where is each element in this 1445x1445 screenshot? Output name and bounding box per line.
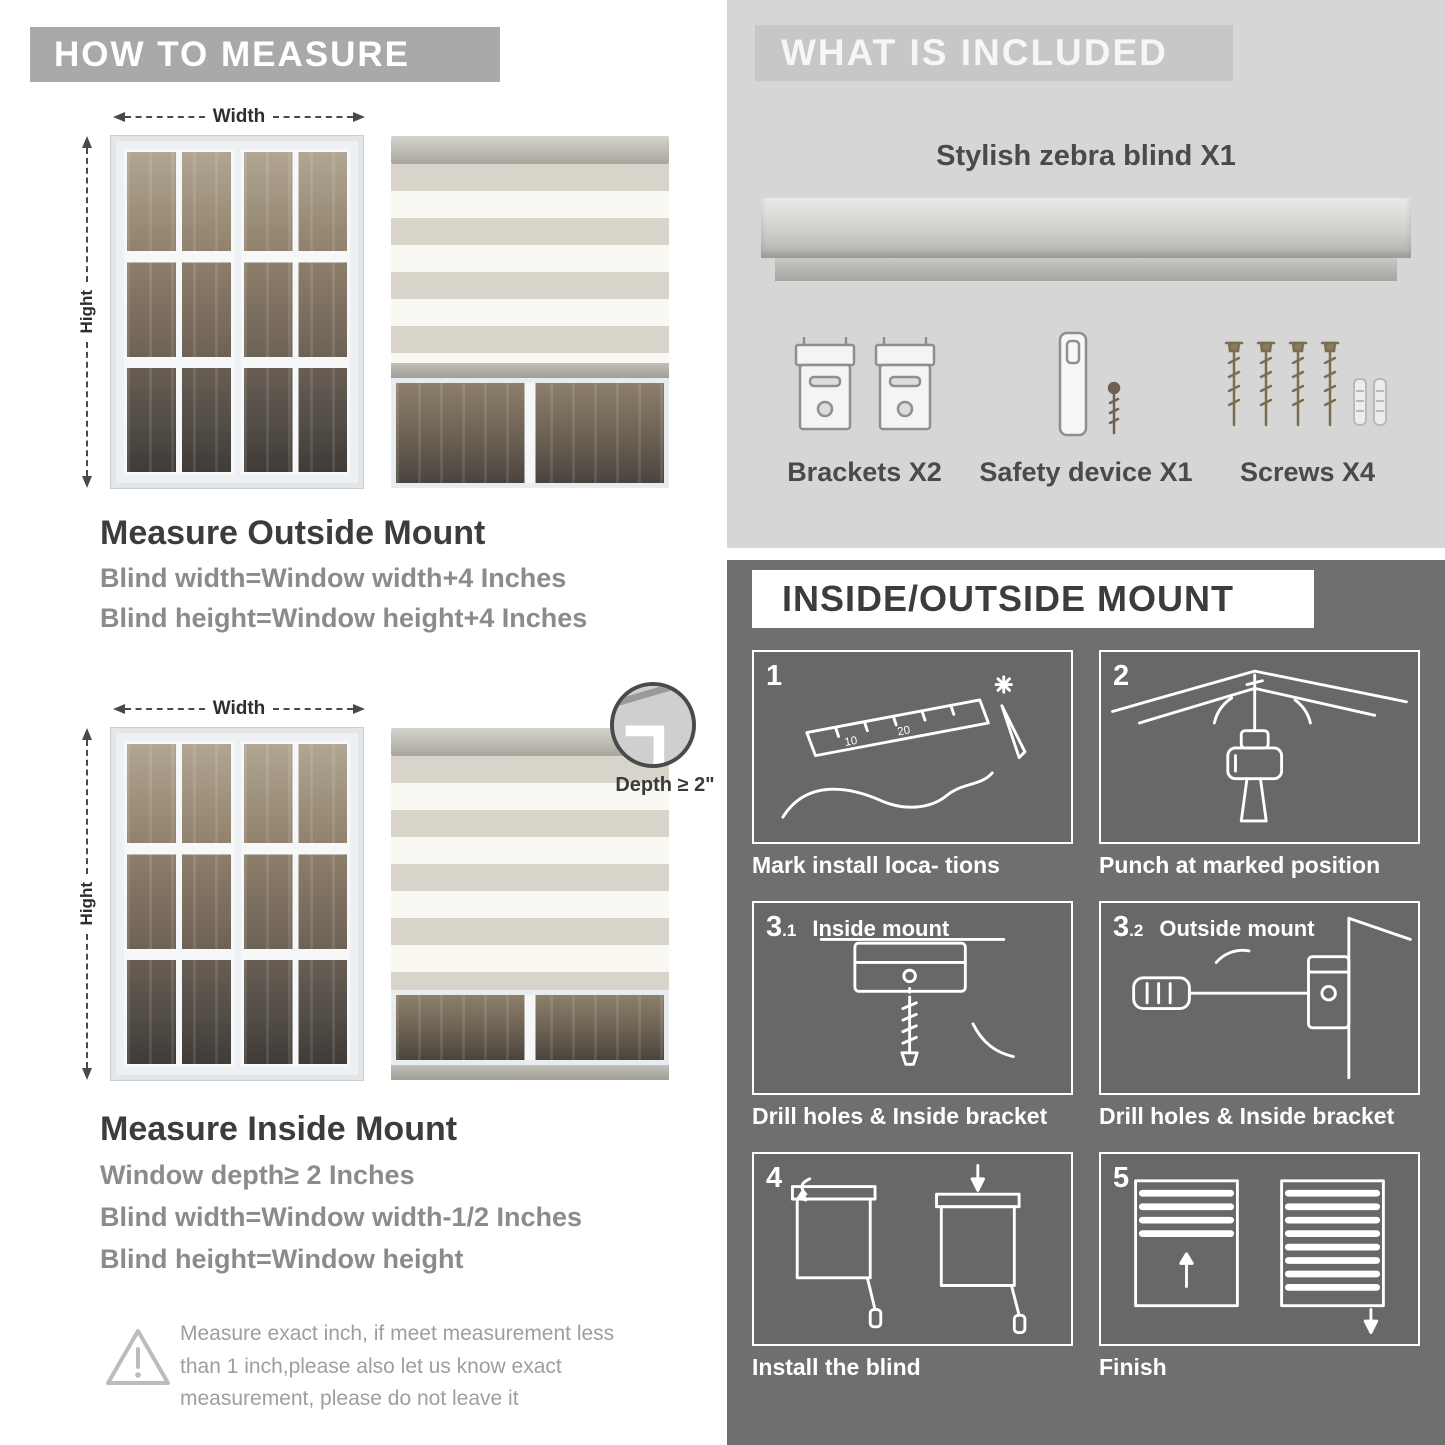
- warning-triangle-icon: [102, 1325, 174, 1396]
- how-to-measure-header: HOW TO MEASURE: [30, 27, 500, 82]
- blind-bottom-rail: [391, 363, 669, 378]
- depth-zoom-circle: [610, 682, 696, 768]
- included-item-safety-device: Safety device X1: [979, 318, 1194, 488]
- svg-text:20: 20: [897, 724, 912, 738]
- safety-device-icon: [1058, 331, 1121, 437]
- blind-cassette-image: [761, 198, 1411, 258]
- finish-illustration: [1134, 1179, 1385, 1335]
- mount-step-5: 5: [1099, 1152, 1420, 1381]
- inside-mount-figure: Width Hight: [75, 682, 715, 1080]
- step-panel-4: 4: [752, 1152, 1073, 1346]
- drill-ceiling-illustration: [1111, 669, 1408, 823]
- brackets-icon: [794, 337, 935, 431]
- arrow-left-icon: [113, 704, 125, 714]
- outside-mount-figure: Width Hight: [75, 106, 715, 488]
- height-label: Hight: [77, 882, 96, 926]
- zebra-blind-illustration: [391, 728, 669, 1080]
- step-caption: Punch at marked position: [1099, 852, 1381, 878]
- step-caption: Drill holes & Inside bracket: [1099, 1103, 1395, 1129]
- brackets-label: Brackets X2: [787, 457, 942, 487]
- outside-mount-line: Blind width=Window width+4 Inches: [100, 563, 567, 593]
- step-number: 3: [1113, 911, 1130, 943]
- depth-label: Depth ≥ 2": [615, 774, 715, 796]
- width-arrow: Width: [113, 106, 365, 128]
- mount-step-3-2: 3.2 Outside mount: [1099, 901, 1420, 1130]
- window-behind-blind: [391, 378, 669, 488]
- outside-bracket-illustration: [1132, 916, 1412, 1080]
- included-items-row: Brackets X2: [757, 318, 1415, 488]
- window-behind-blind: [391, 990, 669, 1065]
- mount-guide-section: INSIDE/OUTSIDE MOUNT 1: [727, 560, 1445, 1445]
- mount-step-1: 1 10: [752, 650, 1073, 879]
- what-is-included-header: WHAT IS INCLUDED: [755, 25, 1233, 81]
- window-photo: [111, 728, 363, 1080]
- height-arrow: Hight: [75, 728, 99, 1080]
- step-panel-1: 1 10: [752, 650, 1073, 844]
- inside-bracket-illustration: [819, 937, 1015, 1066]
- arrow-right-icon: [353, 704, 365, 714]
- arrow-down-icon: [82, 476, 92, 488]
- width-label: Width: [212, 698, 266, 719]
- height-label: Hight: [77, 290, 96, 334]
- mount-steps-grid: 1 10: [752, 650, 1420, 1381]
- outside-mount-line: Blind height=Window height+4 Inches: [100, 603, 588, 633]
- step-caption: Finish: [1099, 1354, 1167, 1380]
- blind-quantity-label: Stylish zebra blind X1: [936, 140, 1236, 172]
- window-corner-icon: [614, 686, 692, 764]
- window-photo: [111, 136, 363, 488]
- mount-guide-header: INSIDE/OUTSIDE MOUNT: [752, 570, 1314, 628]
- screws-icon: [1224, 341, 1387, 427]
- step-panel-3-2: 3.2 Outside mount: [1099, 901, 1420, 1095]
- step-caption: Install the blind: [752, 1354, 921, 1380]
- window-sash: [240, 741, 350, 1067]
- height-arrow: Hight: [75, 136, 99, 488]
- arrow-up-icon: [82, 728, 92, 740]
- inside-mount-line: Blind width=Window width-1/2 Inches: [100, 1202, 583, 1232]
- inside-mount-line: Blind height=Window height: [100, 1244, 464, 1274]
- blind-bottom-rail: [391, 1065, 669, 1080]
- zebra-blind-illustration: [391, 136, 669, 488]
- window-sash: [124, 741, 234, 1067]
- install-blind-illustration: [790, 1163, 1027, 1335]
- blind-cassette: [391, 136, 669, 164]
- svg-text:10: 10: [844, 735, 859, 749]
- step-panel-5: 5: [1099, 1152, 1420, 1346]
- step-number: 3: [766, 911, 783, 943]
- inside-mount-title: Measure Inside Mount: [100, 1110, 458, 1148]
- step-panel-3-1: 3.1 Inside mount: [752, 901, 1073, 1095]
- arrow-right-icon: [353, 112, 365, 122]
- outside-mount-title: Measure Outside Mount: [100, 514, 486, 552]
- arrow-up-icon: [82, 136, 92, 148]
- safety-device-label: Safety device X1: [979, 457, 1193, 487]
- included-item-brackets: Brackets X2: [757, 318, 972, 488]
- width-label: Width: [212, 106, 266, 127]
- blind-stripes: [391, 756, 669, 990]
- step-title: Outside mount: [1159, 916, 1315, 941]
- mount-step-3-1: 3.1 Inside mount: [752, 901, 1073, 1130]
- step-caption: Mark install loca- tions: [752, 852, 1000, 878]
- mount-step-4: 4: [752, 1152, 1073, 1381]
- step-number: 1: [766, 660, 783, 692]
- step-number: 2: [1113, 660, 1130, 692]
- blind-stripes: [391, 164, 669, 363]
- arrow-down-icon: [82, 1068, 92, 1080]
- mark-location-illustration: 10 20: [781, 675, 1027, 819]
- step-number: 5: [1113, 1162, 1130, 1194]
- step-title: Inside mount: [812, 916, 950, 941]
- mount-step-2: 2: [1099, 650, 1420, 879]
- width-arrow: Width: [113, 698, 365, 720]
- window-sash: [240, 149, 350, 475]
- window-sash: [124, 149, 234, 475]
- inside-mount-line: Window depth≥ 2 Inches: [100, 1160, 415, 1190]
- measure-warning-text: Measure exact inch, if meet measurement …: [180, 1322, 615, 1411]
- blind-valance-image: [775, 258, 1397, 281]
- included-item-screws: Screws X4: [1200, 318, 1415, 488]
- step-number: 4: [766, 1162, 783, 1194]
- depth-callout: Depth ≥ 2": [580, 682, 750, 797]
- step-panel-2: 2: [1099, 650, 1420, 844]
- what-is-included-section: WHAT IS INCLUDED Stylish zebra blind X1: [727, 0, 1445, 548]
- arrow-left-icon: [113, 112, 125, 122]
- step-caption: Drill holes & Inside bracket: [752, 1103, 1048, 1129]
- screws-label: Screws X4: [1239, 457, 1376, 487]
